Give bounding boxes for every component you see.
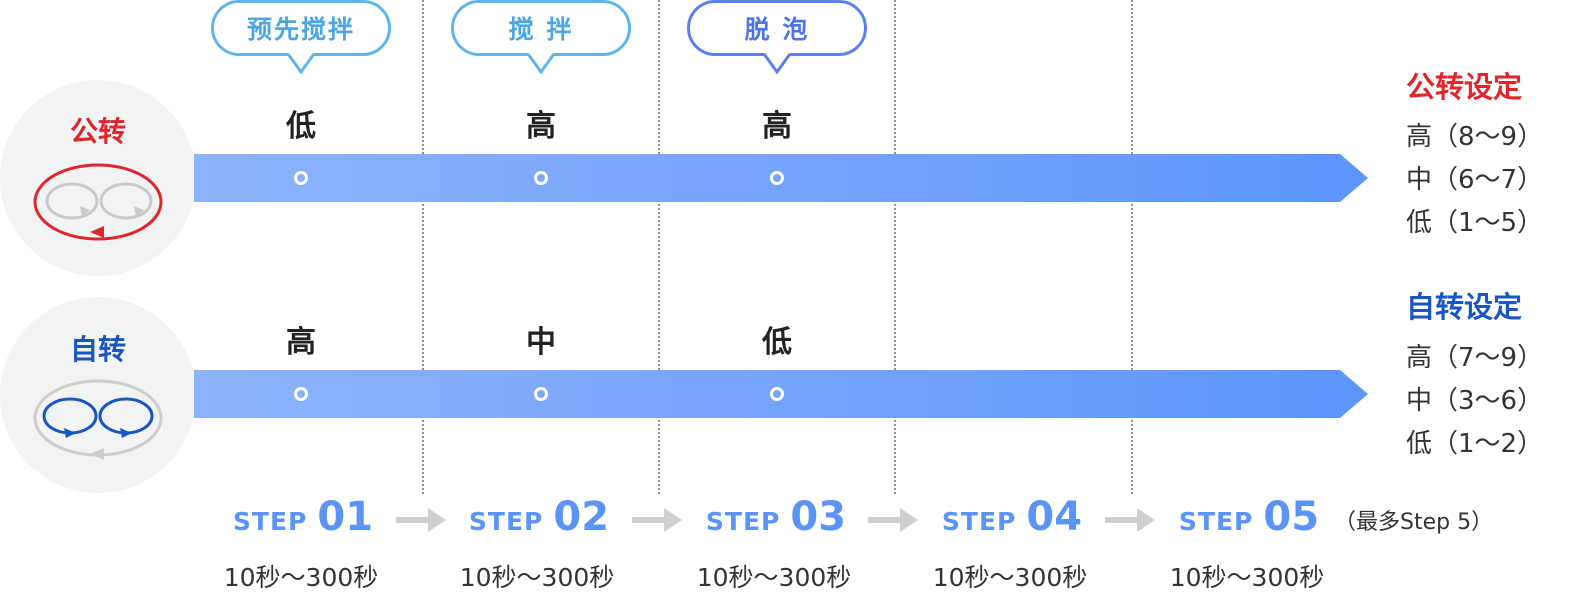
revolution-level: 高: [526, 109, 556, 144]
phase-label: 脱 泡: [744, 15, 810, 44]
step-duration: 10秒～300秒: [932, 563, 1088, 592]
rotation-level: 高: [286, 325, 316, 360]
revolution-step-marker: [294, 171, 308, 185]
step-label: STEP 02: [449, 494, 629, 540]
step-arrow-icon: [868, 508, 918, 532]
rotation-setting-row: 低（1～2）: [1406, 429, 1544, 459]
step-duration: 10秒～300秒: [696, 563, 852, 592]
bubble-tail: [527, 53, 555, 75]
step-label: STEP 03: [686, 494, 866, 540]
step-word: STEP: [1178, 507, 1254, 536]
step-word: STEP: [705, 507, 781, 536]
step-number: 05: [1263, 494, 1320, 540]
step-word: STEP: [941, 507, 1017, 536]
phase-bubble-mix: 搅 拌: [451, 0, 631, 56]
step-word: STEP: [232, 507, 308, 536]
step-divider: [1131, 0, 1133, 494]
bubble-tail: [287, 53, 315, 75]
phase-bubble-defoam: 脱 泡: [687, 0, 867, 56]
step-number: 04: [1026, 494, 1083, 540]
step-label: STEP 05: [1159, 494, 1339, 540]
step-duration: 10秒～300秒: [223, 563, 379, 592]
revolution-setting-row: 低（1～5）: [1406, 208, 1544, 238]
step-duration: 10秒～300秒: [1169, 563, 1325, 592]
revolution-level: 低: [286, 109, 316, 144]
revolution-circle: [0, 80, 196, 276]
step-word: STEP: [468, 507, 544, 536]
revolution-step-marker: [770, 171, 784, 185]
rotation-step-marker: [534, 387, 548, 401]
rotation-setting-row: 高（7～9）: [1406, 343, 1544, 373]
phase-bubble-premix: 预先搅拌: [211, 0, 391, 56]
rotation-setting-row: 中（3～6）: [1406, 386, 1544, 416]
rotation-level: 中: [526, 325, 556, 360]
rotation-label: 自转: [69, 333, 126, 366]
rotation-step-marker: [770, 387, 784, 401]
revolution-setting-row: 高（8～9）: [1406, 122, 1544, 152]
phase-label: 预先搅拌: [246, 15, 355, 44]
revolution-label: 公转: [69, 115, 126, 148]
step-number: 02: [553, 494, 610, 540]
step-divider: [658, 0, 660, 494]
rotation-level: 低: [762, 325, 792, 360]
rotation-circle: [0, 297, 196, 493]
step-divider: [422, 0, 424, 494]
step-label: STEP 04: [922, 494, 1102, 540]
step-number: 01: [317, 494, 374, 540]
revolution-settings-title: 公转设定: [1406, 70, 1523, 104]
revolution-step-marker: [534, 171, 548, 185]
revolution-level: 高: [762, 109, 792, 144]
rotation-step-marker: [294, 387, 308, 401]
max-steps-note: （最多Step 5）: [1334, 510, 1494, 535]
revolution-icon: [33, 163, 163, 241]
step-divider: [894, 0, 896, 494]
step-arrow-icon: [632, 508, 682, 532]
step-arrow-icon: [1105, 508, 1155, 532]
phase-label: 搅 拌: [508, 15, 574, 44]
step-number: 03: [790, 494, 847, 540]
rotation-settings-title: 自转设定: [1406, 290, 1523, 324]
bubble-tail: [763, 53, 791, 75]
step-label: STEP 01: [213, 494, 393, 540]
revolution-setting-row: 中（6～7）: [1406, 165, 1544, 195]
step-duration: 10秒～300秒: [459, 563, 615, 592]
rotation-icon: [33, 379, 163, 460]
step-arrow-icon: [396, 508, 446, 532]
